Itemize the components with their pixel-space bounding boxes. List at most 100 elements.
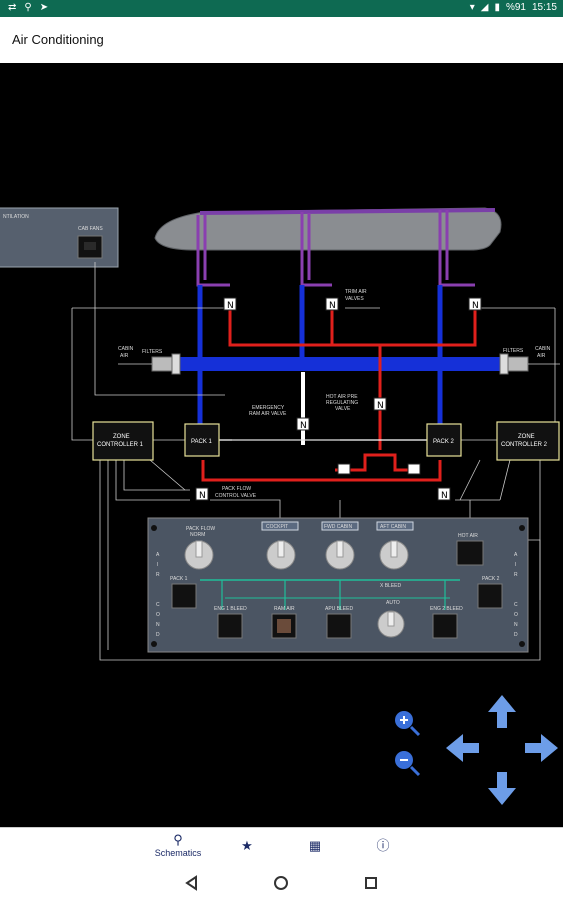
valve-icon: N bbox=[223, 297, 237, 311]
svg-text:FWD CABIN: FWD CABIN bbox=[324, 524, 352, 530]
svg-text:C: C bbox=[514, 602, 518, 608]
trim-air-valves: N N N N N N N bbox=[195, 297, 482, 501]
valve-icon: N bbox=[468, 297, 482, 311]
svg-text:D: D bbox=[156, 632, 160, 638]
info-icon: ⓘ bbox=[376, 838, 390, 853]
valve-icon: N bbox=[373, 397, 387, 411]
ventilation-panel: NTILATION CAB FANS bbox=[0, 207, 119, 268]
aircond-control-panel: PACK FLOW NORM COCKPIT FWD CABIN AFT CAB… bbox=[147, 517, 529, 653]
pack-flow-knob-label: PACK FLOW bbox=[186, 526, 215, 532]
pan-right-icon[interactable] bbox=[525, 734, 558, 762]
nav-notes[interactable]: ▦ bbox=[285, 832, 345, 854]
svg-text:COCKPIT: COCKPIT bbox=[266, 524, 288, 530]
svg-text:N: N bbox=[199, 491, 206, 501]
filters-right-label: FILTERS bbox=[503, 348, 524, 354]
eng-1-bleed-button[interactable] bbox=[217, 613, 243, 639]
svg-text:N: N bbox=[441, 491, 448, 501]
check-valve-icon bbox=[407, 463, 421, 475]
page-title: Air Conditioning bbox=[12, 32, 104, 47]
filters-right bbox=[499, 353, 560, 375]
pack-flow-label: PACK FLOW bbox=[222, 486, 251, 492]
svg-text:N: N bbox=[156, 622, 160, 628]
wifi-icon: ▾ bbox=[469, 2, 475, 13]
battery-percent: %91 bbox=[505, 2, 526, 13]
cab-fans-label: CAB FANS bbox=[78, 226, 103, 232]
svg-text:AUTO: AUTO bbox=[386, 600, 400, 606]
cell-icon: ◢ bbox=[480, 2, 489, 13]
nav-info[interactable]: ⓘ bbox=[353, 832, 413, 854]
svg-text:N: N bbox=[472, 301, 479, 311]
bottom-navigation: ⚲ Schematics ★ ▦ ⓘ bbox=[0, 827, 563, 868]
emergency-ram-air-label: EMERGENCY bbox=[252, 405, 285, 411]
nav-schematics-label: Schematics bbox=[154, 848, 202, 858]
pan-up-icon[interactable] bbox=[488, 695, 516, 728]
cabin-air-right-label-2: AIR bbox=[537, 353, 546, 359]
emergency-ram-air-label-2: RAM AIR VALVE bbox=[249, 411, 287, 417]
valve-icon: N bbox=[437, 487, 451, 501]
pack-2-box: PACK 2 bbox=[426, 423, 462, 457]
blue-main-manifold bbox=[180, 357, 500, 371]
cast-icon: ⚲ bbox=[24, 2, 32, 13]
cabin-air-right-label: CABIN bbox=[535, 346, 551, 352]
svg-text:PACK 2: PACK 2 bbox=[482, 576, 500, 582]
battery-icon: ▮ bbox=[494, 2, 500, 13]
svg-text:N: N bbox=[300, 421, 307, 431]
home-icon[interactable] bbox=[269, 873, 293, 893]
svg-text:R: R bbox=[156, 572, 160, 578]
svg-text:PACK 2: PACK 2 bbox=[433, 439, 455, 445]
status-bar: ⇄ ⚲ ➤ ▾ ◢ ▮ %91 15:15 bbox=[0, 0, 563, 17]
clock: 15:15 bbox=[531, 2, 557, 13]
nav-schematics[interactable]: ⚲ Schematics bbox=[148, 832, 208, 858]
search-icon: ⚲ bbox=[173, 832, 183, 847]
svg-text:ZONE: ZONE bbox=[518, 434, 535, 440]
zoom-out-icon[interactable] bbox=[395, 751, 421, 777]
svg-text:N: N bbox=[329, 301, 336, 311]
svg-text:R: R bbox=[514, 572, 518, 578]
check-valve-icon bbox=[337, 463, 351, 475]
system-navigation-bar bbox=[0, 867, 563, 900]
notebook-icon: ▦ bbox=[308, 838, 322, 853]
svg-text:AFT CABIN: AFT CABIN bbox=[380, 524, 406, 530]
recents-icon[interactable] bbox=[359, 873, 383, 893]
valve-icon: N bbox=[296, 417, 310, 431]
svg-text:N: N bbox=[377, 401, 384, 411]
send-icon: ➤ bbox=[39, 2, 49, 13]
svg-text:APU BLEED: APU BLEED bbox=[325, 606, 353, 612]
svg-text:D: D bbox=[514, 632, 518, 638]
svg-text:ZONE: ZONE bbox=[113, 434, 130, 440]
app-bar: Air Conditioning bbox=[0, 17, 563, 64]
svg-text:O: O bbox=[514, 612, 518, 618]
svg-text:X BLEED: X BLEED bbox=[380, 583, 402, 589]
svg-text:O: O bbox=[156, 612, 160, 618]
pan-left-icon[interactable] bbox=[446, 734, 479, 762]
svg-text:CONTROLLER 2: CONTROLLER 2 bbox=[501, 442, 548, 448]
eng-2-bleed-button[interactable] bbox=[432, 613, 458, 639]
trim-air-label: TRIM AIR bbox=[345, 289, 367, 295]
air-conditioning-schematic: NTILATION CAB FANS bbox=[0, 207, 560, 805]
ventilation-label: NTILATION bbox=[3, 214, 29, 220]
pack-1-box: PACK 1 bbox=[184, 423, 220, 457]
pan-down-icon[interactable] bbox=[488, 772, 516, 805]
zoom-in-icon[interactable] bbox=[395, 711, 421, 737]
nav-favorites[interactable]: ★ bbox=[217, 832, 277, 854]
svg-text:CONTROLLER 1: CONTROLLER 1 bbox=[97, 442, 144, 448]
svg-text:PACK 1: PACK 1 bbox=[191, 439, 213, 445]
back-icon[interactable] bbox=[180, 873, 204, 893]
pan-controls bbox=[446, 695, 558, 805]
cabin-air-left-label: CABIN bbox=[118, 346, 134, 352]
schematic-canvas[interactable]: NTILATION CAB FANS bbox=[0, 63, 563, 827]
svg-text:PACK 1: PACK 1 bbox=[170, 576, 188, 582]
apu-bleed-button[interactable] bbox=[326, 613, 352, 639]
svg-text:HOT AIR: HOT AIR bbox=[458, 533, 478, 539]
svg-text:N: N bbox=[514, 622, 518, 628]
filters-left-label: FILTERS bbox=[142, 349, 163, 355]
svg-text:N: N bbox=[227, 301, 234, 311]
valve-icon: N bbox=[195, 487, 209, 501]
aircraft-fuselage bbox=[154, 207, 502, 251]
signal-icon: ⇄ bbox=[8, 2, 17, 13]
svg-text:ENG 1 BLEED: ENG 1 BLEED bbox=[214, 606, 247, 612]
pack-1-button[interactable] bbox=[171, 583, 197, 609]
pack-2-button[interactable] bbox=[477, 583, 503, 609]
trim-air-label-2: VALVES bbox=[345, 296, 364, 302]
hot-air-button[interactable] bbox=[456, 540, 484, 566]
